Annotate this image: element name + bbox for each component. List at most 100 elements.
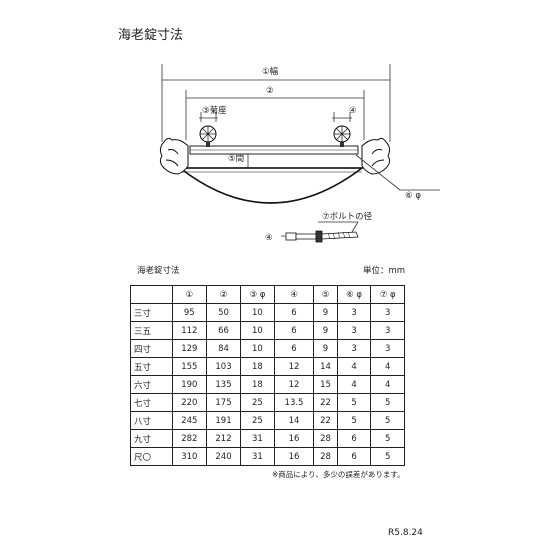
kikuza-left-icon [199,125,217,147]
table-cell: 6 [336,429,372,448]
table-cell: 5 [336,411,372,430]
dim3-label: ③菊座 [202,105,227,116]
table-cell: 4 [370,357,405,376]
size-cell: 六寸 [130,375,173,394]
table-cell: 66 [205,321,242,340]
lock-dimension-diagram: ①幅 ② ③菊座 ④ ⑤間 ⑥ φ ⑦ボルトの径 ④ [159,64,440,243]
kikuza-right-icon [333,125,351,147]
table-cell: 25 [240,393,275,412]
table-cell: 84 [205,339,242,358]
table-row: 六寸 190 135 18 12 15 4 4 [130,375,405,394]
dim4-label: ④ [349,106,357,116]
table-row: 八寸 245 191 25 14 22 5 5 [130,411,405,430]
table-cell: 191 [205,411,242,430]
table-cell: 28 [313,429,338,448]
table-cell: 5 [370,429,405,448]
table-caption: 海老錠寸法 [137,266,180,276]
table-cell: 10 [240,321,275,340]
dim7-label: ⑦ボルトの径 [322,211,373,222]
table-cell: 245 [171,411,207,430]
column-header: ⑦ φ [370,285,405,304]
table-row: 三寸 95 50 10 6 9 3 3 [130,303,405,322]
table-cell: 22 [313,411,338,430]
table-cell: 4 [336,357,372,376]
table-cell: 10 [240,303,275,322]
table-cell: 18 [240,375,275,394]
table-cell: 31 [240,429,275,448]
table-cell: 4 [336,375,372,394]
column-header: ⑤ [313,285,338,304]
size-cell: 五寸 [130,357,173,376]
table-cell: 9 [313,303,338,322]
table-cell: 95 [171,303,207,322]
table-cell: 175 [205,393,242,412]
dim6-label: ⑥ φ [405,191,421,201]
table-cell: 3 [370,321,405,340]
table-cell: 16 [273,429,315,448]
table-cell: 129 [171,339,207,358]
dim4b-label: ④ [265,233,273,243]
table-cell: 212 [205,429,242,448]
column-header [130,285,173,304]
revision-date: R5.8.24 [388,528,423,538]
table-cell: 6 [273,321,315,340]
table-cell: 18 [240,357,275,376]
table-cell: 4 [370,375,405,394]
table-cell: 5 [336,393,372,412]
table-cell: 155 [171,357,207,376]
table-cell: 6 [273,303,315,322]
table-cell: 135 [205,375,242,394]
table-cell: 190 [171,375,207,394]
table-cell: 16 [273,447,315,466]
table-cell: 9 [313,321,338,340]
dim5-label: ⑤間 [228,154,244,164]
column-header: ② [205,285,242,304]
table-cell: 3 [336,339,372,358]
column-header: ① [171,285,207,304]
table-row: 七寸 220 175 25 13.5 22 5 5 [130,393,405,412]
table-cell: 5 [370,447,405,466]
table-cell: 6 [336,447,372,466]
table-cell: 31 [240,447,275,466]
table-cell: 22 [313,393,338,412]
column-header: ⑥ φ [336,285,372,304]
table-header-row: ① ② ③ φ ④ ⑤ ⑥ φ ⑦ φ [130,285,405,304]
unit-label: 単位：mm [362,266,405,276]
table-cell: 12 [273,357,315,376]
table-cell: 240 [205,447,242,466]
table-cell: 5 [370,411,405,430]
table-row: 九寸 282 212 31 16 28 6 5 [130,429,405,448]
table-cell: 10 [240,339,275,358]
table-cell: 220 [171,393,207,412]
size-cell: 八寸 [130,411,173,430]
tolerance-note: ※商品により、多少の誤差があります。 [272,470,405,479]
size-cell: 尺〇 [130,447,173,466]
table-cell: 310 [171,447,207,466]
table-cell: 14 [273,411,315,430]
table-cell: 3 [336,303,372,322]
size-cell: 四寸 [130,339,173,358]
dim2-label: ② [266,86,274,96]
size-cell: 三寸 [130,303,173,322]
table-cell: 3 [370,339,405,358]
table-row: 尺〇 310 240 31 16 28 6 5 [130,447,405,466]
table-cell: 282 [171,429,207,448]
column-header: ④ [273,285,315,304]
table-cell: 12 [273,375,315,394]
dim1-label: ①幅 [262,66,279,77]
size-cell: 七寸 [130,393,173,412]
table-cell: 103 [205,357,242,376]
page-title: 海老錠寸法 [118,28,184,43]
table-row: 五寸 155 103 18 12 14 4 4 [130,357,405,376]
table-row: 四寸 129 84 10 6 9 3 3 [130,339,405,358]
table-cell: 3 [336,321,372,340]
size-cell: 三五 [130,321,173,340]
table-cell: 9 [313,339,338,358]
table-cell: 25 [240,411,275,430]
dimension-table: ① ② ③ φ ④ ⑤ ⑥ φ ⑦ φ 三寸 95 50 10 6 9 3 3 … [130,285,405,466]
table-cell: 28 [313,447,338,466]
table-cell: 13.5 [273,393,315,412]
table-cell: 112 [171,321,207,340]
table-cell: 15 [313,375,338,394]
column-header: ③ φ [240,285,275,304]
